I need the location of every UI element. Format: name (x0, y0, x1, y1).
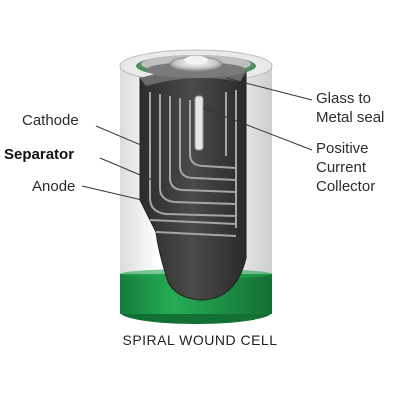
collector-label-line1: Positive (316, 140, 369, 157)
spiral-windings (149, 90, 237, 237)
anode-leader (81, 185, 143, 201)
diagram-caption: SPIRAL WOUND CELL (122, 332, 278, 348)
glass-seal-label-line1: Glass to (316, 90, 372, 107)
cathode-label: Cathode (22, 112, 79, 129)
collector-leader (202, 107, 313, 151)
seal-leader (225, 77, 313, 101)
current-collector-pin (194, 95, 204, 151)
leader-lines (81, 77, 313, 201)
separator-leader (99, 157, 153, 181)
cathode-leader (95, 125, 149, 149)
glass-metal-seal (146, 56, 246, 78)
anode-label: Anode (32, 178, 76, 195)
collector-label-line2: Current (316, 159, 367, 176)
separator-label: Separator (4, 146, 75, 163)
collector-label-line3: Collector (316, 178, 376, 195)
glass-seal-label-line2: Metal seal (316, 109, 385, 126)
